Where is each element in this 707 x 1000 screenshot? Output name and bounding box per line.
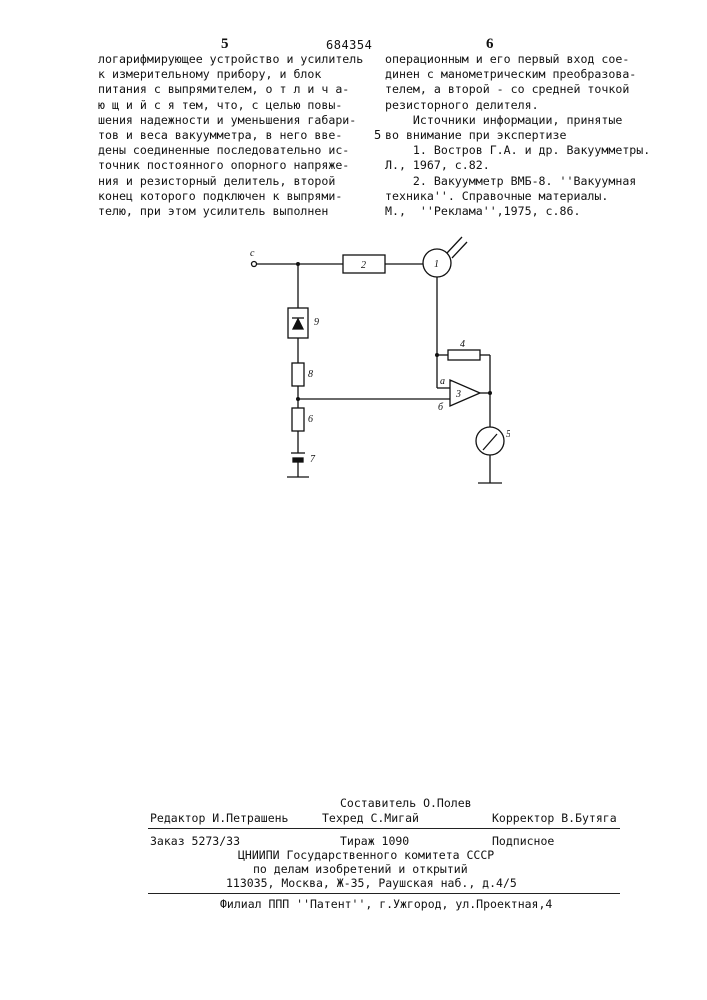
label-4: 4 bbox=[460, 339, 465, 350]
resistor-8 bbox=[292, 363, 304, 386]
patent-number: 684354 bbox=[326, 38, 372, 52]
divider bbox=[148, 828, 620, 829]
line-number-marker: 5 bbox=[374, 128, 381, 142]
label-1: 1 bbox=[434, 259, 439, 270]
org-line-1: ЦНИИПИ Государственного комитета СССР bbox=[238, 848, 494, 862]
divider bbox=[148, 893, 620, 894]
editor: Редактор И.Петрашень bbox=[150, 811, 288, 825]
label-3: 3 bbox=[455, 389, 461, 400]
text-line: тов и веса вакуумметра, в него вве- bbox=[98, 128, 363, 143]
text-line: ю щ и й с я тем, что, с целью повы- bbox=[98, 98, 363, 113]
label-a: a bbox=[440, 376, 445, 387]
label-8: 8 bbox=[308, 369, 313, 380]
text-line: шения надежности и уменьшения габари- bbox=[98, 113, 363, 128]
resistor-6 bbox=[292, 408, 304, 431]
subscription: Подписное bbox=[492, 834, 554, 848]
text-line: ния и резисторный делитель, второй bbox=[98, 174, 363, 189]
label-5: 5 bbox=[506, 429, 510, 440]
order-number: Заказ 5273/33 bbox=[150, 834, 240, 848]
text-line: Л., 1967, с.82. bbox=[385, 158, 650, 173]
meter-5 bbox=[476, 427, 504, 455]
text-line: резисторного делителя. bbox=[385, 98, 650, 113]
label-9: 9 bbox=[314, 317, 319, 328]
right-text-column: операционным и его первый вход сое- дине… bbox=[385, 52, 650, 219]
page-number-right: 6 bbox=[486, 36, 494, 53]
compiler: Составитель О.Полев bbox=[340, 796, 472, 810]
techred: Техред С.Мигай bbox=[322, 811, 419, 825]
text-line: к измерительному прибору, и блок bbox=[98, 67, 363, 82]
resistor-4 bbox=[448, 350, 480, 360]
circuit-schematic: c 2 1 4 3 a б 5 9 8 6 7 bbox=[240, 225, 510, 490]
org-line-2: по делам изобретений и открытий bbox=[253, 862, 468, 876]
text-line: дены соединенные последовательно ис- bbox=[98, 143, 363, 158]
corrector: Корректор В.Бутяга bbox=[492, 811, 617, 825]
text-line: Источники информации, принятые bbox=[385, 113, 650, 128]
terminal-c bbox=[252, 262, 257, 267]
text-line: телю, при этом усилитель выполнен bbox=[98, 204, 363, 219]
label-6: 6 bbox=[308, 414, 313, 425]
text-line: техника''. Справочные материалы. bbox=[385, 189, 650, 204]
label-7: 7 bbox=[310, 454, 316, 465]
text-line: М., ''Реклама'',1975, с.86. bbox=[385, 204, 650, 219]
label-terminal-c: c bbox=[250, 248, 255, 259]
org-address: 113035, Москва, Ж-35, Раушская наб., д.4… bbox=[226, 876, 517, 890]
opamp-3 bbox=[450, 380, 480, 406]
text-line: 2. Вакуумметр ВМБ-8. ''Вакуумная bbox=[385, 174, 650, 189]
circulation: Тираж 1090 bbox=[340, 834, 409, 848]
text-line: во внимание при экспертизе bbox=[385, 128, 650, 143]
page-number-left: 5 bbox=[221, 36, 229, 53]
text-line: операционным и его первый вход сое- bbox=[385, 52, 650, 67]
text-line: 1. Востров Г.А. и др. Вакуумметры. bbox=[385, 143, 650, 158]
text-line: телем, а второй - со средней точкой bbox=[385, 82, 650, 97]
text-line: логарифмирующее устройство и усилитель bbox=[98, 52, 363, 67]
text-line: конец которого подключен к выпрями- bbox=[98, 189, 363, 204]
text-line: питания с выпрямителем, о т л и ч а- bbox=[98, 82, 363, 97]
text-line: динен с манометрическим преобразова- bbox=[385, 67, 650, 82]
label-2: 2 bbox=[361, 260, 366, 271]
text-line: точник постоянного опорного напряже- bbox=[98, 158, 363, 173]
label-b: б bbox=[438, 402, 444, 413]
branch-address: Филиал ППП ''Патент'', г.Ужгород, ул.Про… bbox=[220, 897, 552, 911]
left-text-column: логарифмирующее устройство и усилитель к… bbox=[98, 52, 363, 219]
